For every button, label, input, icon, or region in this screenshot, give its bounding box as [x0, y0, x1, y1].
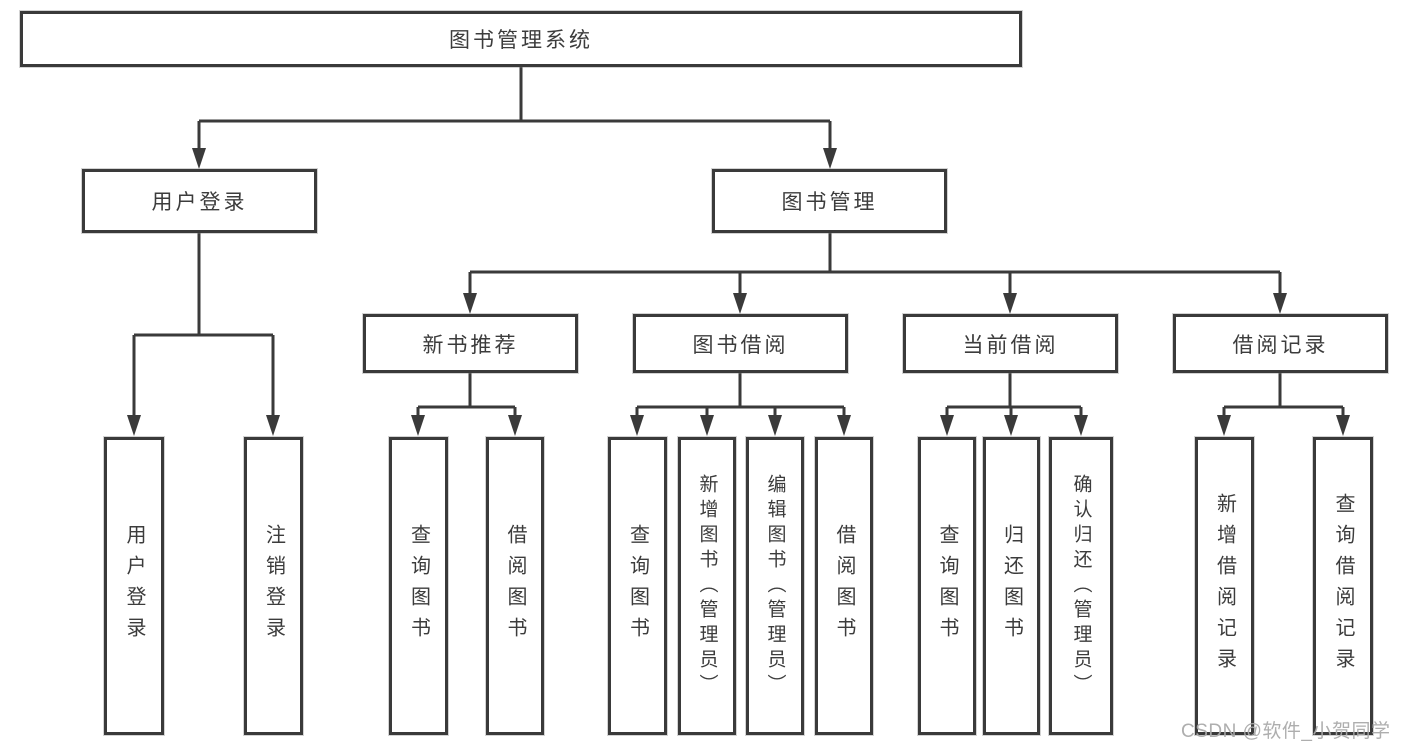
leaf-cb-query-books-label: 查询图书 — [936, 524, 958, 648]
node-user-login-label: 用户登录 — [151, 191, 248, 214]
node-root: 图书管理系统 — [20, 11, 1022, 67]
node-book-management-label: 图书管理 — [781, 191, 878, 214]
leaf-user-login-label: 用户登录 — [123, 524, 145, 648]
leaf-cb-return-books-label: 归还图书 — [1000, 524, 1023, 648]
leaf-bb-query-books-label: 查询图书 — [626, 524, 649, 648]
node-new-book-recommend-label: 新书推荐 — [422, 333, 519, 357]
leaf-cb-query-books: 查询图书 — [918, 437, 976, 735]
node-new-book-recommend: 新书推荐 — [363, 314, 578, 373]
leaf-nbr-borrow-books-label: 借阅图书 — [504, 524, 526, 648]
leaf-br-add-record: 新增借阅记录 — [1195, 437, 1254, 735]
leaf-bb-borrow-books: 借阅图书 — [815, 437, 873, 735]
leaf-logout: 注销登录 — [244, 437, 303, 735]
node-current-borrowing-label: 当前借阅 — [962, 333, 1059, 357]
arrowheads — [127, 148, 1350, 436]
node-book-borrowing: 图书借阅 — [633, 314, 848, 373]
node-book-borrowing-label: 图书借阅 — [692, 333, 789, 357]
leaf-logout-label: 注销登录 — [262, 524, 285, 648]
leaf-bb-query-books: 查询图书 — [608, 437, 667, 735]
leaf-br-query-record: 查询借阅记录 — [1313, 437, 1373, 735]
node-borrow-records: 借阅记录 — [1173, 314, 1388, 373]
node-user-login: 用户登录 — [82, 169, 317, 233]
node-book-management: 图书管理 — [712, 169, 947, 233]
node-root-label: 图书管理系统 — [449, 29, 593, 52]
leaf-cb-confirm-return-admin: 确认归还（管理员） — [1049, 437, 1113, 735]
leaf-bb-borrow-books-label: 借阅图书 — [833, 524, 855, 648]
leaf-bb-add-books-admin: 新增图书（管理员） — [678, 437, 736, 735]
node-borrow-records-label: 借阅记录 — [1232, 333, 1329, 357]
leaf-nbr-query-books: 查询图书 — [389, 437, 448, 735]
leaf-cb-confirm-return-admin-label: 确认归还（管理员） — [1070, 473, 1092, 699]
leaf-bb-add-books-admin-label: 新增图书（管理员） — [696, 473, 718, 699]
leaf-nbr-borrow-books: 借阅图书 — [486, 437, 544, 735]
leaf-bb-edit-books-admin-label: 编辑图书（管理员） — [764, 473, 786, 699]
leaf-user-login: 用户登录 — [104, 437, 164, 735]
leaf-br-add-record-label: 新增借阅记录 — [1213, 493, 1236, 679]
leaf-cb-return-books: 归还图书 — [983, 437, 1040, 735]
node-current-borrowing: 当前借阅 — [903, 314, 1118, 373]
leaf-nbr-query-books-label: 查询图书 — [407, 524, 430, 648]
watermark: CSDN @软件_小贺同学 — [1181, 721, 1391, 742]
leaf-bb-edit-books-admin: 编辑图书（管理员） — [746, 437, 804, 735]
leaf-br-query-record-label: 查询借阅记录 — [1332, 493, 1354, 679]
